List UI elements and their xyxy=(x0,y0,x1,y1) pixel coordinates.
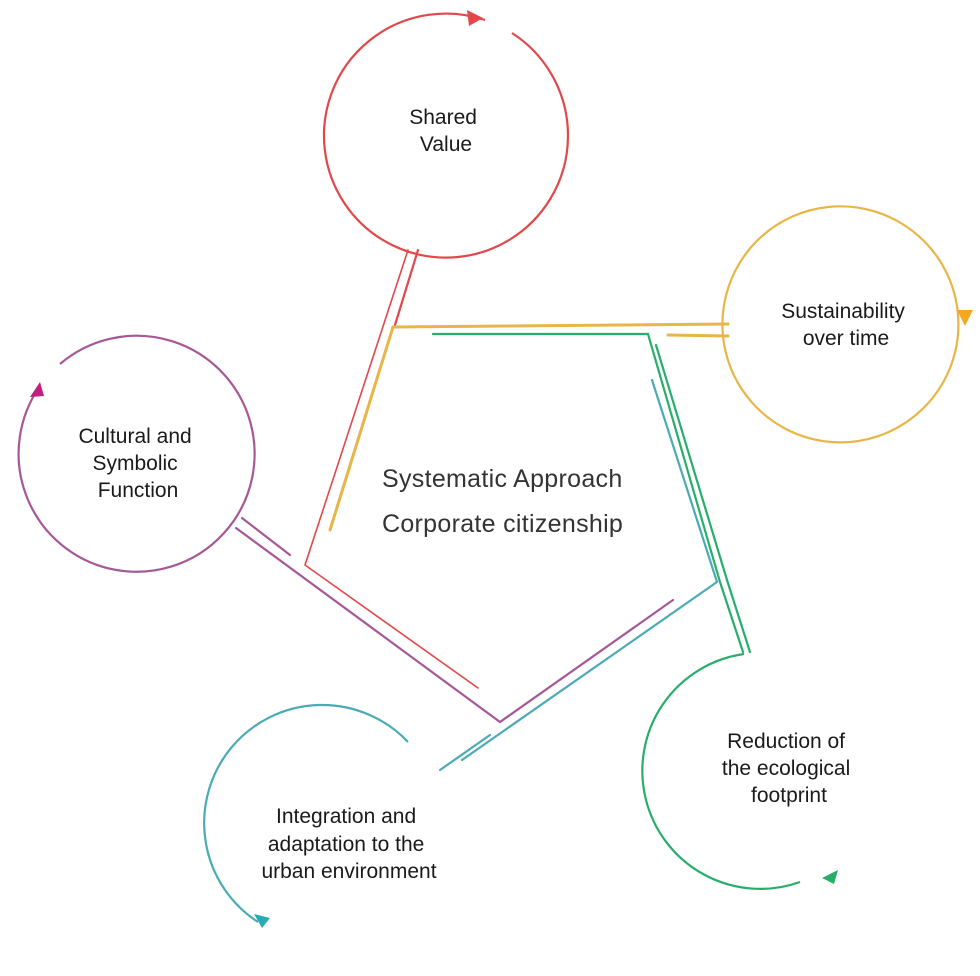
label-shared-value: Shared Value xyxy=(409,106,483,156)
label-reduction: Reduction of the ecological footprint xyxy=(722,730,856,807)
center-line-2: Corporate citizenship xyxy=(382,510,623,538)
edge-green-inner xyxy=(654,343,752,654)
label-cultural: Cultural and Symbolic Function xyxy=(78,425,197,502)
arrow-cultural-icon xyxy=(30,382,44,397)
label-sustainability: Sustainability over time xyxy=(781,300,911,350)
center-label: Systematic Approach Corporate citizenshi… xyxy=(382,465,623,538)
edge-teal-lower xyxy=(438,733,492,772)
circle-sustainability xyxy=(721,205,960,444)
circle-shared-value xyxy=(322,12,570,259)
edge-red-right xyxy=(304,249,479,689)
edge-red-left xyxy=(393,248,420,327)
arrow-integration-icon xyxy=(254,914,270,928)
circle-reduction xyxy=(641,652,801,890)
arrow-shared-value-icon xyxy=(467,10,483,26)
edge-purple-short xyxy=(240,516,292,557)
edge-yellow-top xyxy=(328,322,730,532)
circle-cultural xyxy=(17,334,256,573)
edge-green xyxy=(431,332,745,654)
center-line-1: Systematic Approach xyxy=(382,465,623,493)
circle-integration xyxy=(203,703,409,923)
arrow-reduction-icon xyxy=(822,870,838,884)
arrow-sustainability-icon xyxy=(957,310,973,326)
node-circles xyxy=(17,12,960,923)
pentagon-edges xyxy=(234,248,752,772)
node-labels: Shared Value Sustainability over time Re… xyxy=(78,106,911,883)
arrowheads xyxy=(30,10,973,928)
edge-purple xyxy=(234,526,675,724)
label-integration: Integration and adaptation to the urban … xyxy=(261,805,436,883)
edge-teal xyxy=(460,378,719,762)
edge-yellow-lower xyxy=(666,333,730,338)
